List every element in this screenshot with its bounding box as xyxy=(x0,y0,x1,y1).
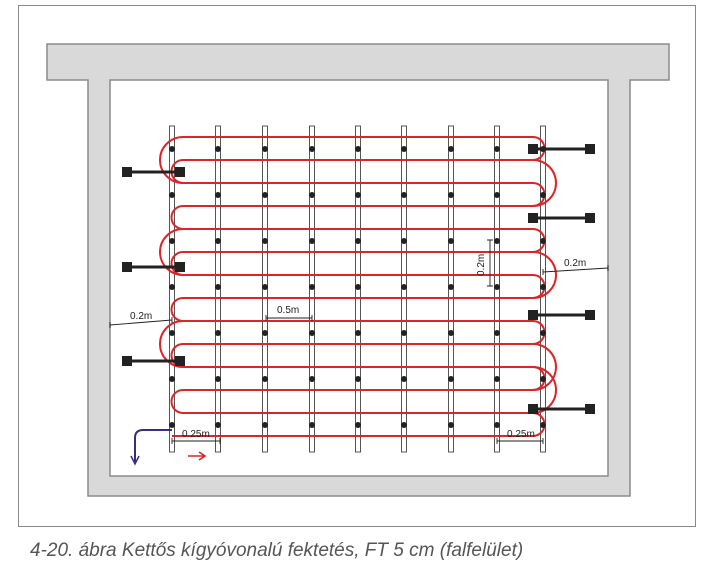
fixing-point xyxy=(448,146,454,152)
fixing-point xyxy=(309,238,315,244)
pipe-bend xyxy=(159,228,184,276)
fixing-point xyxy=(262,284,268,290)
fixing-point xyxy=(540,192,546,198)
pipe-clips xyxy=(122,144,595,414)
pipe-bend xyxy=(532,366,557,414)
pipe-bend xyxy=(532,251,557,299)
pipe-clip-cap xyxy=(585,213,595,223)
pipe-clip-cap xyxy=(175,262,185,272)
pipe-clip-cap xyxy=(585,310,595,320)
fixing-point xyxy=(540,376,546,382)
fixing-point xyxy=(215,238,221,244)
fixing-point xyxy=(169,330,175,336)
fixing-point xyxy=(355,330,361,336)
pipe-clip-cap xyxy=(175,356,185,366)
pipe-clip-cap xyxy=(585,144,595,154)
fixing-point xyxy=(355,284,361,290)
fixing-point xyxy=(215,376,221,382)
fixing-point xyxy=(401,376,407,382)
fixing-point xyxy=(540,238,546,244)
fixing-point xyxy=(401,238,407,244)
fixing-point xyxy=(169,146,175,152)
figure-caption: 4-20. ábra Kettős kígyóvonalú fektetés, … xyxy=(30,540,524,561)
pipe-clip-cap xyxy=(528,310,538,320)
dimension-lines xyxy=(109,239,609,444)
fixing-point xyxy=(309,284,315,290)
fixing-point xyxy=(540,422,546,428)
fixing-point xyxy=(262,422,268,428)
fixing-point xyxy=(540,284,546,290)
dim-vertical-spacing: 0.2m xyxy=(476,254,487,276)
fixing-point xyxy=(355,422,361,428)
pipe-clip-cap xyxy=(122,262,132,272)
dim-bottom-left: 0.25m xyxy=(182,429,210,440)
pipe-clip-cap xyxy=(528,404,538,414)
fixing-point xyxy=(494,376,500,382)
fixing-point xyxy=(309,422,315,428)
pipe-clip-cap xyxy=(528,213,538,223)
dim-bottom-right: 0.25m xyxy=(507,429,535,440)
fixing-point xyxy=(169,376,175,382)
fixing-point xyxy=(494,192,500,198)
supply-pipe-arrow xyxy=(134,429,172,462)
fixing-point xyxy=(494,146,500,152)
wall-section xyxy=(46,43,670,497)
fixing-point xyxy=(169,422,175,428)
fixing-point xyxy=(355,146,361,152)
fixing-point xyxy=(401,330,407,336)
fixing-point xyxy=(401,284,407,290)
floor-heating-layout-diagram: 0.2m 0.5m 0.2m 0.2m 0.25m 0.25m xyxy=(46,43,670,497)
fixing-point xyxy=(494,422,500,428)
fixing-point xyxy=(448,192,454,198)
fixing-point xyxy=(215,422,221,428)
pipe-bend xyxy=(532,343,557,391)
flow-direction-arrow-icon xyxy=(188,451,207,461)
fixing-point xyxy=(215,330,221,336)
fixing-point xyxy=(540,146,546,152)
pipe-clip-cap xyxy=(122,356,132,366)
fixing-point xyxy=(448,284,454,290)
pipe-clip-cap xyxy=(122,167,132,177)
fixing-point xyxy=(401,422,407,428)
fixing-point xyxy=(215,284,221,290)
dim-right-gap: 0.2m xyxy=(564,258,586,269)
supply-arrow-head-icon xyxy=(130,455,140,466)
fixing-point xyxy=(355,376,361,382)
fixing-point xyxy=(262,192,268,198)
fixing-point xyxy=(262,376,268,382)
fixing-point xyxy=(401,192,407,198)
fixing-point xyxy=(494,330,500,336)
fixing-point xyxy=(355,192,361,198)
fixing-point xyxy=(448,422,454,428)
fixing-point xyxy=(169,238,175,244)
dim-left-gap: 0.2m xyxy=(130,311,152,322)
fixing-point xyxy=(540,330,546,336)
fixing-point xyxy=(448,330,454,336)
fixing-point xyxy=(448,238,454,244)
fixing-points xyxy=(169,146,546,428)
fixing-point xyxy=(215,192,221,198)
fixing-point xyxy=(309,192,315,198)
fixing-point xyxy=(309,146,315,152)
fixing-point xyxy=(448,376,454,382)
fixing-point xyxy=(309,376,315,382)
pipe-bend xyxy=(159,136,184,184)
fixing-point xyxy=(169,284,175,290)
pipe-clip-cap xyxy=(585,404,595,414)
fixing-point xyxy=(494,238,500,244)
fixing-point xyxy=(401,146,407,152)
dim-mid-spacing: 0.5m xyxy=(277,305,299,316)
fixing-point xyxy=(169,192,175,198)
fixing-point xyxy=(215,146,221,152)
pipe-clip-cap xyxy=(528,144,538,154)
pipe-bend xyxy=(532,159,557,207)
pipe-bend xyxy=(159,320,184,368)
fixing-point xyxy=(262,146,268,152)
fixing-point xyxy=(494,284,500,290)
pipe-clip-cap xyxy=(175,167,185,177)
fixing-point xyxy=(355,238,361,244)
fixing-point xyxy=(262,330,268,336)
fixing-point xyxy=(309,330,315,336)
fixing-point xyxy=(262,238,268,244)
